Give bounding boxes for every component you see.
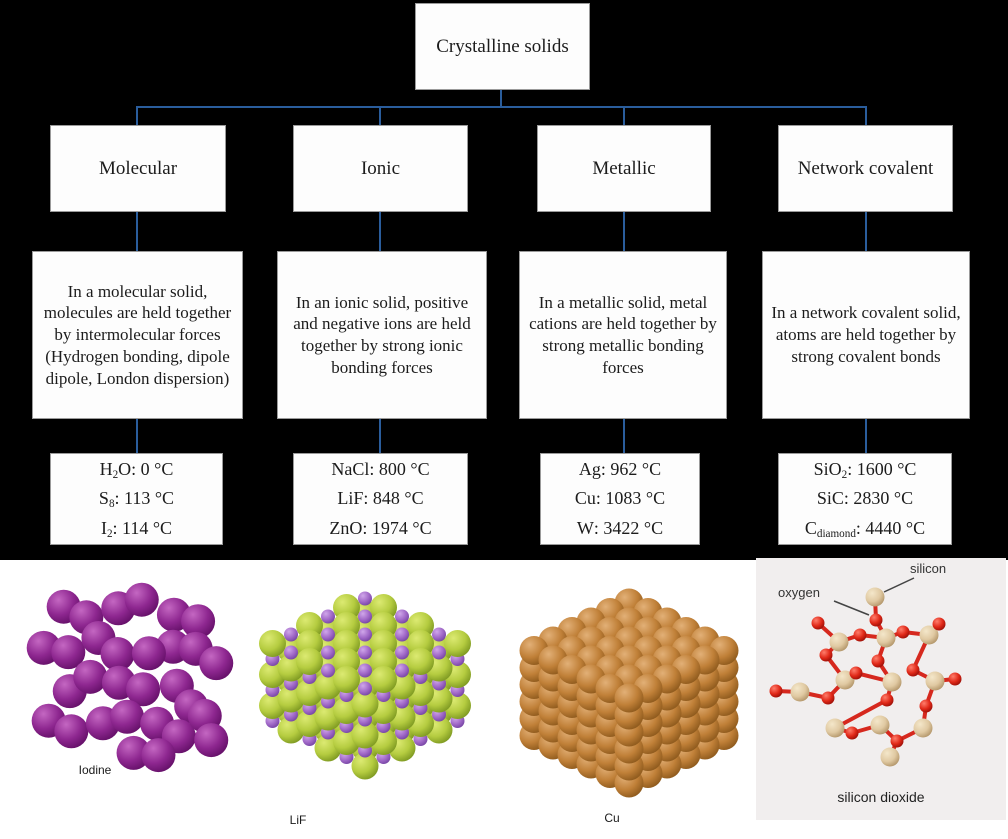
melting-points-box-molecular: H2O: 0 °C S8: 113 °C I2: 114 °C — [50, 453, 223, 545]
melting-points-box-ionic: NaCl: 800 °C LiF: 848 °C ZnO: 1974 °C — [293, 453, 468, 545]
connector-line — [136, 106, 867, 108]
category-box-network-covalent: Network covalent — [778, 125, 953, 212]
description-text: In a molecular solid, molecules are held… — [43, 281, 232, 388]
silicon-dioxide-structure-image — [769, 577, 962, 767]
lif-crystal-image — [259, 591, 471, 780]
melting-point-row: W: 3422 °C — [576, 517, 664, 538]
category-box-molecular: Molecular — [50, 125, 226, 212]
melting-point-row: ZnO: 1974 °C — [329, 517, 432, 538]
melting-point-row: S8: 113 °C — [98, 488, 175, 511]
category-label: Metallic — [592, 157, 656, 179]
oxygen-annotation-label: oxygen — [778, 585, 820, 600]
melting-point-row: LiF: 848 °C — [337, 488, 424, 509]
lif-caption: LiF — [289, 813, 307, 827]
category-label: Ionic — [360, 157, 401, 179]
description-text: In a metallic solid, metal cations are h… — [529, 292, 717, 377]
copper-crystal-image — [519, 588, 739, 798]
description-text: In an ionic solid, positive and negative… — [293, 292, 471, 377]
melting-point-row: NaCl: 800 °C — [331, 458, 430, 479]
description-box-ionic: In an ionic solid, positive and negative… — [277, 251, 487, 419]
silicon-dioxide-panel: oxygen silicon silicon dioxide — [756, 558, 1006, 820]
category-label: Network covalent — [797, 157, 934, 179]
description-box-molecular: In a molecular solid, molecules are held… — [32, 251, 243, 419]
silicon-annotation-label: silicon — [910, 561, 947, 576]
melting-points-box-metallic: Ag: 962 °C Cu: 1083 °C W: 3422 °C — [540, 453, 700, 545]
iodine-structure-image — [26, 582, 234, 773]
description-box-network-covalent: In a network covalent solid, atoms are h… — [762, 251, 970, 419]
melting-point-row: Cu: 1083 °C — [574, 488, 666, 509]
melting-points-box-network-covalent: SiO2: 1600 °C SiC: 2830 °C Cdiamond: 444… — [778, 453, 952, 545]
description-text: In a network covalent solid, atoms are h… — [771, 303, 961, 366]
melting-point-row: Ag: 962 °C — [578, 458, 662, 479]
melting-point-row: I2: 114 °C — [100, 517, 173, 540]
melting-point-row: SiO2: 1600 °C — [813, 458, 917, 481]
cu-caption: Cu — [604, 811, 620, 825]
category-box-metallic: Metallic — [537, 125, 711, 212]
description-box-metallic: In a metallic solid, metal cations are h… — [519, 251, 727, 419]
connector-line — [500, 89, 502, 108]
melting-point-row: H2O: 0 °C — [99, 458, 174, 481]
root-box-crystalline-solids: Crystalline solids — [415, 3, 590, 90]
category-box-ionic: Ionic — [293, 125, 468, 212]
silicon-dioxide-caption: silicon dioxide — [837, 789, 925, 805]
category-label: Molecular — [98, 157, 178, 179]
diagram-title: Crystalline solids — [436, 35, 569, 57]
melting-point-row: Cdiamond: 4440 °C — [804, 517, 926, 540]
melting-point-row: SiC: 2830 °C — [816, 488, 914, 509]
iodine-caption: Iodine — [78, 763, 112, 777]
